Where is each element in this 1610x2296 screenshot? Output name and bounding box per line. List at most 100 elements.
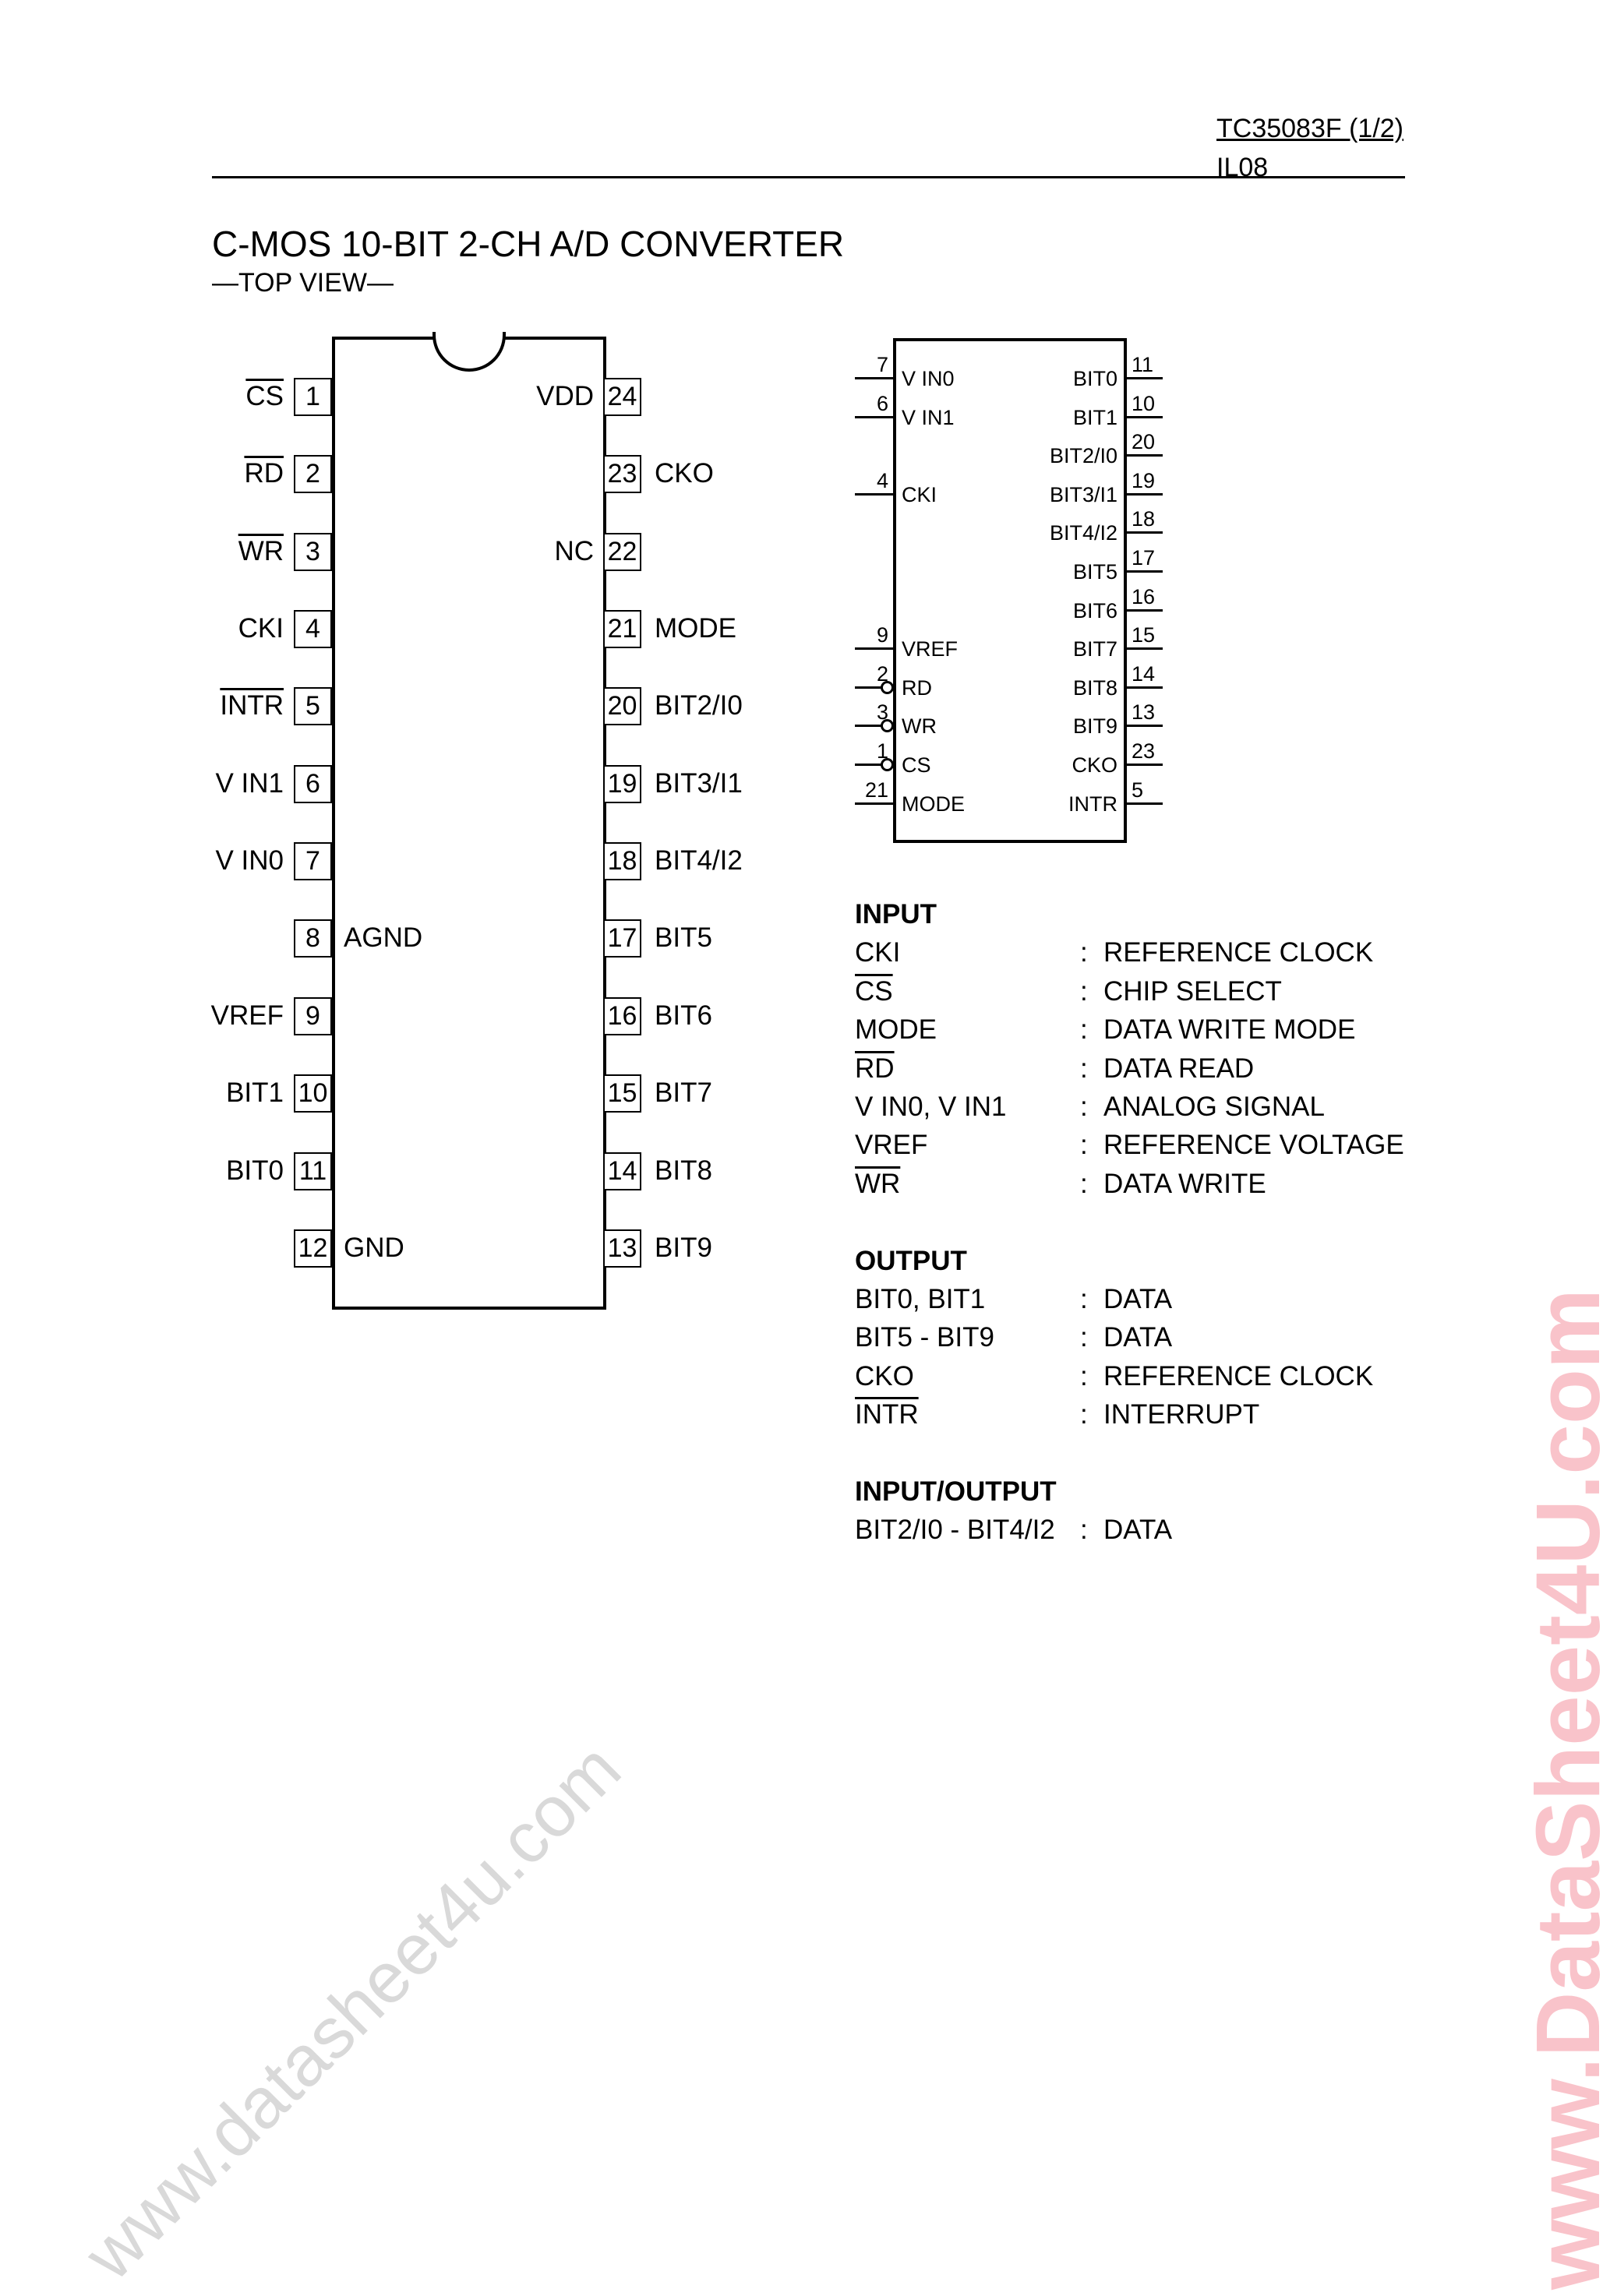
pin-number-box: 6 <box>294 764 332 803</box>
pin-label: MODE <box>655 613 736 644</box>
pin-line <box>855 377 894 379</box>
legend-colon: : <box>1080 1284 1088 1314</box>
pin-line <box>855 725 883 728</box>
pin-label: INTR <box>1068 792 1117 816</box>
pin-number-box: 5 <box>294 687 332 726</box>
legend-colon: : <box>1080 1168 1088 1199</box>
pin-number-box: 16 <box>603 996 641 1035</box>
legend-heading: OUTPUT <box>855 1245 967 1276</box>
pin-line <box>1124 686 1163 689</box>
legend-pin: CS <box>855 975 893 1007</box>
header-rule <box>212 176 1405 178</box>
pin-number-box: 19 <box>603 764 641 803</box>
pin-line <box>855 802 894 805</box>
pin-number-box: 8 <box>294 919 332 958</box>
pin-line <box>1124 492 1163 496</box>
pin-number-box: 10 <box>294 1074 332 1113</box>
pin-label: BIT8 <box>1072 675 1117 700</box>
legend-colon: : <box>1080 1399 1088 1430</box>
pin-number: 17 <box>1132 546 1156 570</box>
legend-pin: INTR <box>855 1399 919 1430</box>
pin-number: 1 <box>876 739 888 763</box>
legend-colon: : <box>1080 1092 1088 1122</box>
pin-number-box: 18 <box>603 842 641 881</box>
pin-line <box>1124 570 1163 573</box>
pin-number-box: 21 <box>603 610 641 649</box>
logic-body <box>893 338 1127 843</box>
pin-line <box>855 492 894 496</box>
legend-pin: BIT0, BIT1 <box>855 1284 986 1314</box>
pin-number: 23 <box>1132 739 1156 763</box>
pin-number-box: 9 <box>294 996 332 1035</box>
pin-number: 18 <box>1132 507 1156 531</box>
pin-line <box>1124 802 1163 805</box>
pin-label: BIT0 <box>226 1155 284 1186</box>
pin-label: WR <box>902 714 937 739</box>
legend-pin: VREF <box>855 1130 928 1161</box>
pin-label: GND <box>344 1232 404 1263</box>
legend-colon: : <box>1080 1515 1088 1546</box>
pin-label: NC <box>554 535 594 566</box>
pin-label: CKI <box>902 482 937 506</box>
legend-desc: ANALOG SIGNAL <box>1103 1092 1325 1122</box>
pin-number: 19 <box>1132 468 1156 492</box>
pin-label: V IN0 <box>215 845 284 876</box>
pin-line <box>855 647 894 651</box>
page-title: C-MOS 10-BIT 2-CH A/D CONVERTER <box>212 224 845 264</box>
pin-label: BIT0 <box>1072 367 1117 390</box>
pin-label: WR <box>238 535 284 566</box>
legend-desc: CHIP SELECT <box>1103 975 1282 1007</box>
pin-number: 14 <box>1132 661 1156 686</box>
pin-label: V IN0 <box>902 367 955 390</box>
legend-colon: : <box>1080 1322 1088 1353</box>
pin-label: BIT1 <box>226 1077 284 1109</box>
pin-number: 5 <box>1132 778 1144 802</box>
pin-label: BIT2/I0 <box>655 690 743 721</box>
pin-label: VDD <box>536 381 594 411</box>
pin-number: 10 <box>1132 391 1156 415</box>
pin-label: RD <box>244 458 284 489</box>
pin-number: 15 <box>1132 623 1156 647</box>
pin-line <box>855 686 883 689</box>
legend-colon: : <box>1080 1130 1088 1161</box>
legend-pin: V IN0, V IN1 <box>855 1092 1007 1122</box>
pin-number: 16 <box>1132 584 1156 608</box>
inversion-bubble <box>881 719 894 733</box>
pin-number: 2 <box>876 661 888 686</box>
pin-number: 7 <box>876 353 888 376</box>
legend-desc: INTERRUPT <box>1103 1399 1260 1430</box>
legend-pin: MODE <box>855 1014 937 1046</box>
pin-label: VREF <box>902 637 959 661</box>
pin-number: 13 <box>1132 700 1156 725</box>
legend-desc: DATA <box>1103 1515 1173 1546</box>
pin-line <box>855 764 883 766</box>
legend-pin: CKI <box>855 937 901 968</box>
pin-number: 11 <box>1132 353 1154 376</box>
legend-pin: WR <box>855 1168 901 1199</box>
doc-id: TC35083F (1/2) <box>1216 114 1403 143</box>
pin-number-box: 17 <box>603 919 641 958</box>
pin-label: BIT7 <box>1072 637 1117 661</box>
legend-desc: DATA WRITE <box>1103 1168 1266 1199</box>
pin-label: BIT6 <box>1072 598 1117 622</box>
pin-line <box>1124 725 1163 728</box>
legend-colon: : <box>1080 1014 1088 1046</box>
legend-pin: CKO <box>855 1360 914 1391</box>
pin-label: V IN1 <box>902 405 955 429</box>
pin-label: BIT2/I0 <box>1049 444 1117 468</box>
pin-number-box: 15 <box>603 1074 641 1113</box>
legend-colon: : <box>1080 937 1088 968</box>
pin-label: BIT5 <box>1072 560 1117 584</box>
watermark-diagonal: www.datasheet4u.com <box>69 1728 636 2295</box>
legend-desc: DATA <box>1103 1322 1173 1353</box>
pin-label: BIT4/I2 <box>655 845 743 876</box>
pin-number-box: 13 <box>603 1229 641 1268</box>
pin-number: 20 <box>1132 430 1156 454</box>
watermark-vertical: www.DataSheet4U.com <box>1517 1289 1610 2290</box>
legend-desc: DATA <box>1103 1284 1173 1314</box>
pin-label: BIT4/I2 <box>1049 521 1117 545</box>
pin-line <box>1124 454 1163 457</box>
pin-label: AGND <box>344 922 423 954</box>
pin-label: CKO <box>1072 753 1117 777</box>
pin-label: RD <box>902 675 932 700</box>
